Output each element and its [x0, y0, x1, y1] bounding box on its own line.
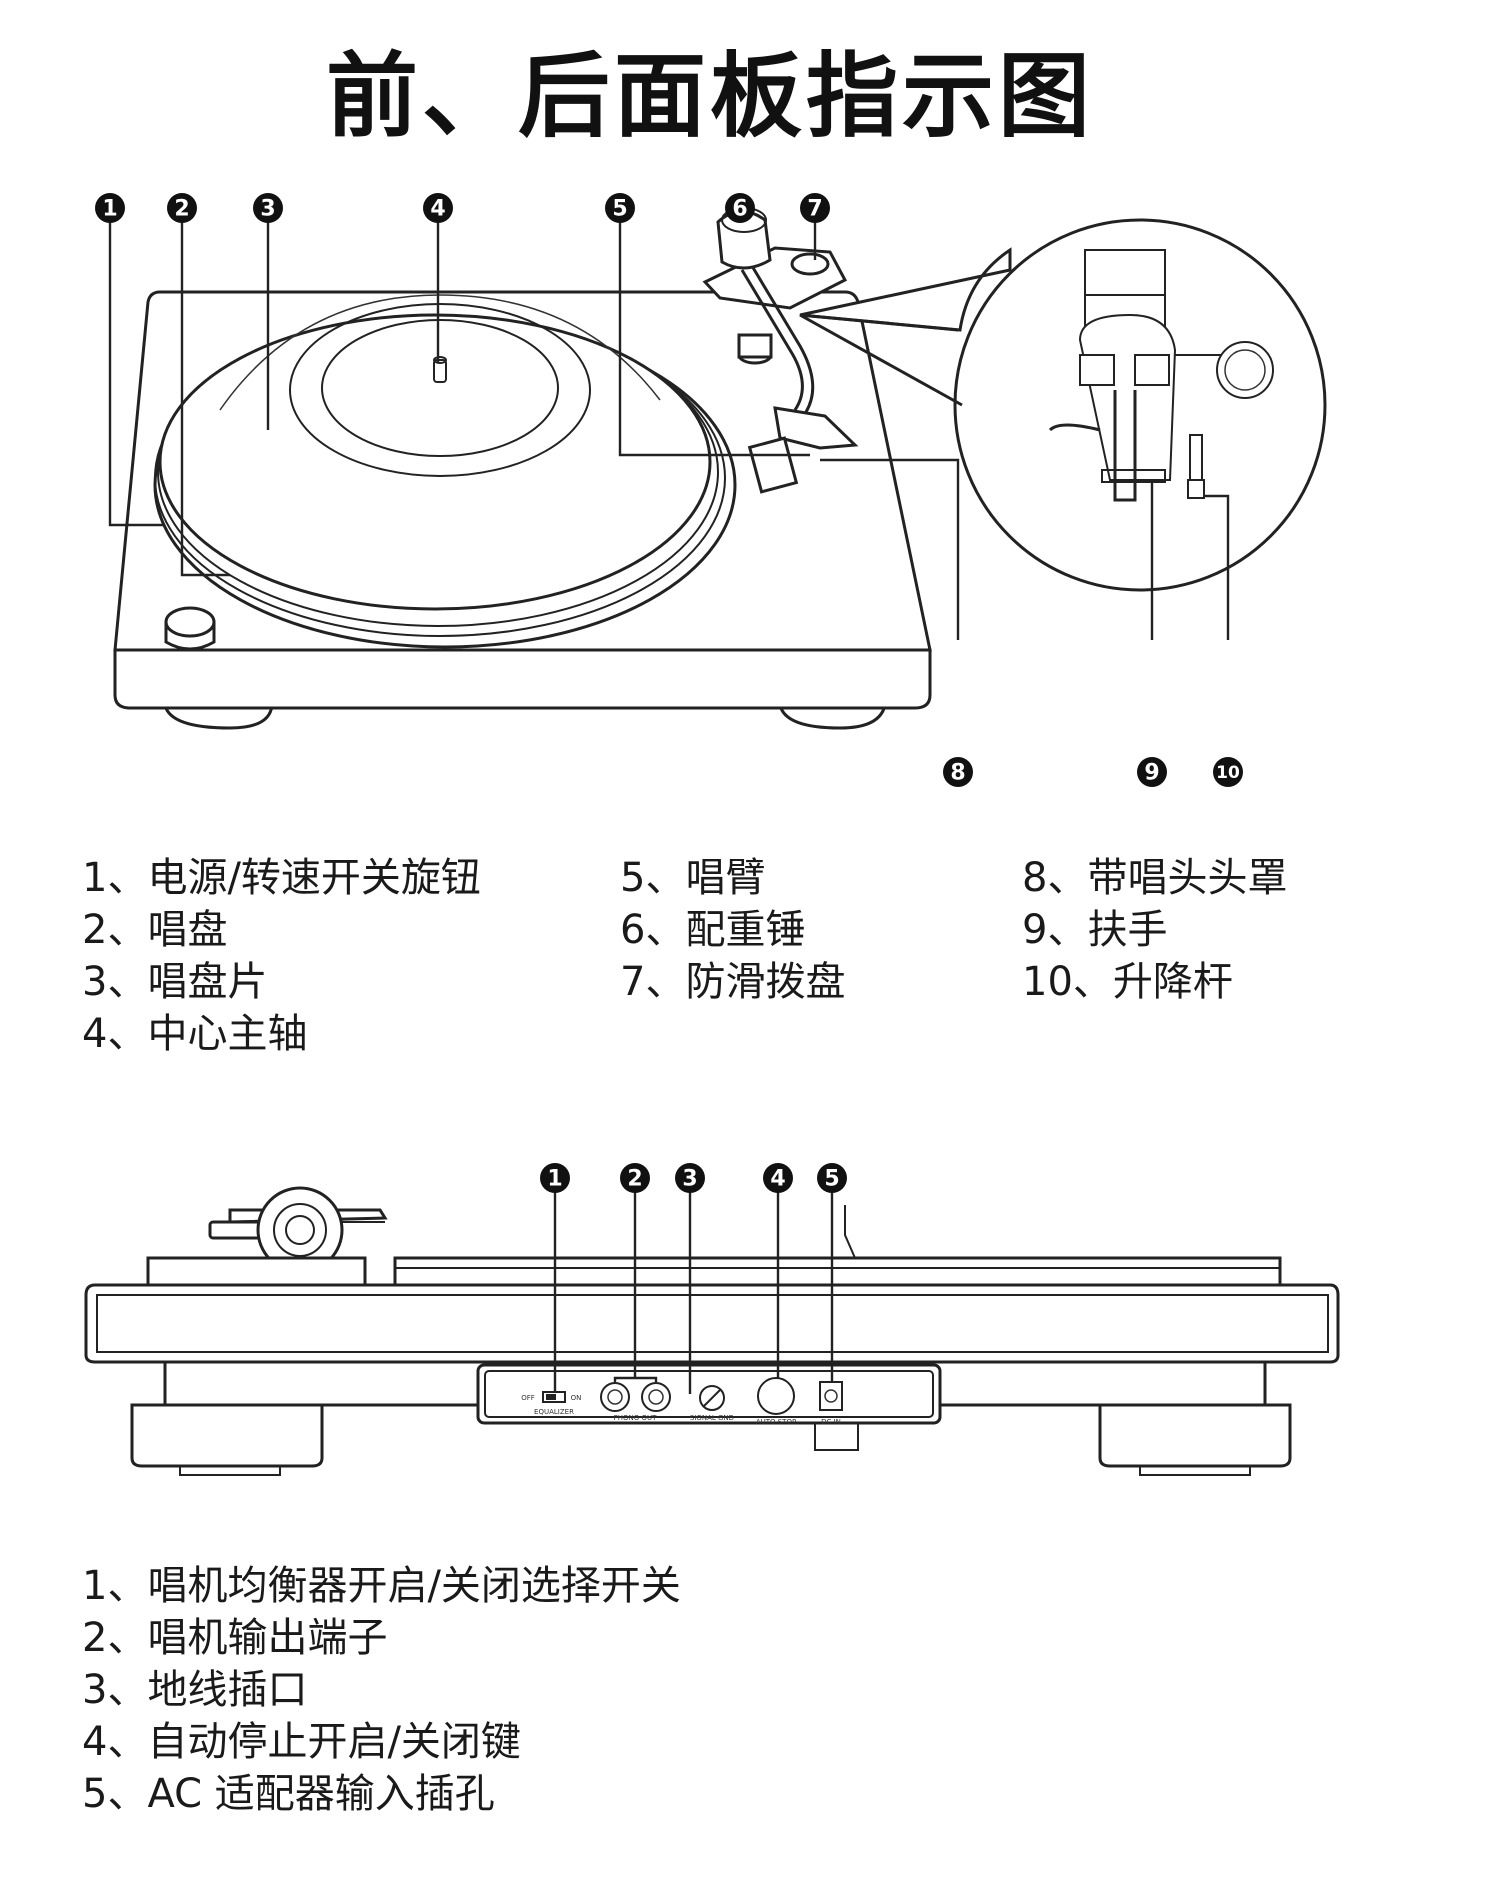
svg-text:2: 2	[174, 197, 189, 222]
svg-text:5: 5	[612, 197, 627, 222]
svg-text:6: 6	[732, 197, 747, 222]
svg-text:3: 3	[682, 1167, 697, 1192]
front-legend-item: 4、中心主轴	[82, 1011, 308, 1057]
front-legend-item: 5、唱臂	[620, 855, 766, 901]
svg-text:SIGNAL GND: SIGNAL GND	[690, 1414, 734, 1422]
page-title: 前、后面板指示图	[325, 43, 1094, 150]
front-badge-5: 5	[605, 193, 635, 223]
front-badge-8: 8	[943, 757, 973, 787]
front-badge-3: 3	[253, 193, 283, 223]
svg-text:9: 9	[1144, 761, 1159, 786]
phono-out-right	[641, 1382, 671, 1412]
tonearm	[740, 269, 804, 411]
front-legend-item: 8、带唱头头罩	[1022, 855, 1288, 901]
dc-in-jack	[819, 1381, 843, 1411]
svg-text:DC IN: DC IN	[821, 1418, 841, 1426]
rear-legend-item: 2、唱机输出端子	[82, 1615, 388, 1661]
rear-legend-item: 4、自动停止开启/关闭键	[82, 1719, 521, 1765]
rear-legend-item: 1、唱机均衡器开启/关闭选择开关	[82, 1563, 681, 1609]
svg-text:EQUALIZER: EQUALIZER	[534, 1408, 574, 1416]
power-knob	[164, 606, 216, 638]
rear-plinth	[84, 1283, 1340, 1364]
front-badge-10: 10	[1213, 757, 1243, 787]
auto-stop-button	[757, 1377, 795, 1415]
svg-text:8: 8	[950, 761, 965, 786]
front-badge-6: 6	[725, 193, 755, 223]
front-legend-item: 2、唱盘	[82, 907, 228, 953]
front-badge-1: 1	[95, 193, 125, 223]
rear-badge-5: 5	[817, 1163, 847, 1193]
svg-text:3: 3	[260, 197, 275, 222]
front-view-diagram: 1 2 3 4 5 6 7 8 9 10	[95, 193, 1327, 787]
front-badge-4: 4	[423, 193, 453, 223]
lift-lever-view	[1189, 434, 1203, 486]
svg-text:AUTO STOP: AUTO STOP	[756, 1418, 796, 1426]
svg-text:ON: ON	[571, 1394, 582, 1402]
front-badge-2: 2	[167, 193, 197, 223]
svg-text:PHONO OUT: PHONO OUT	[614, 1414, 658, 1422]
center-spindle	[433, 359, 447, 383]
front-legend-item: 1、电源/转速开关旋钮	[82, 855, 481, 901]
rear-badge-2: 2	[620, 1163, 650, 1193]
platter-mat	[289, 303, 591, 477]
svg-text:5: 5	[824, 1167, 839, 1192]
phono-out-left	[600, 1382, 630, 1412]
rear-badge-3: 3	[675, 1163, 705, 1193]
tonearm-pivot	[737, 333, 773, 359]
front-legend-col-2: 5、唱臂 6、配重锤 7、防滑拨盘	[620, 852, 845, 1008]
rear-badge-4: 4	[763, 1163, 793, 1193]
rear-platter-edge	[393, 1256, 1282, 1287]
svg-text:10: 10	[1216, 763, 1240, 783]
front-legend-col-1: 1、电源/转速开关旋钮 2、唱盘 3、唱盘片 4、中心主轴	[82, 852, 481, 1060]
svg-text:1: 1	[102, 197, 117, 222]
rear-badge-1: 1	[540, 1163, 570, 1193]
svg-text:4: 4	[430, 197, 445, 222]
svg-text:1: 1	[547, 1167, 562, 1192]
front-badge-7: 7	[800, 193, 830, 223]
svg-text:4: 4	[770, 1167, 785, 1192]
front-legend-item: 9、扶手	[1022, 907, 1168, 953]
svg-text:OFF: OFF	[521, 1394, 535, 1402]
front-legend-col-3: 8、带唱头头罩 9、扶手 10、升降杆	[1022, 852, 1287, 1008]
svg-text:7: 7	[807, 197, 822, 222]
front-legend-item: 10、升降杆	[1022, 959, 1233, 1005]
svg-text:2: 2	[627, 1167, 642, 1192]
front-badge-9: 9	[1137, 757, 1167, 787]
front-legend-item: 6、配重锤	[620, 907, 806, 953]
front-legend-item: 7、防滑拨盘	[620, 959, 846, 1005]
rear-legend: 1、唱机均衡器开启/关闭选择开关 2、唱机输出端子 3、地线插口 4、自动停止开…	[82, 1560, 681, 1820]
rear-legend-item: 3、地线插口	[82, 1667, 308, 1713]
front-legend-item: 3、唱盘片	[82, 959, 268, 1005]
arm-rest-view	[1113, 390, 1137, 502]
rear-view-diagram: OFF ON EQUALIZER PHONO OUT SIGNAL GND AU…	[84, 1163, 1340, 1476]
anti-skate-dial	[790, 252, 830, 276]
headshell	[773, 406, 859, 450]
rear-legend-item: 5、AC 适配器输入插孔	[82, 1771, 495, 1817]
